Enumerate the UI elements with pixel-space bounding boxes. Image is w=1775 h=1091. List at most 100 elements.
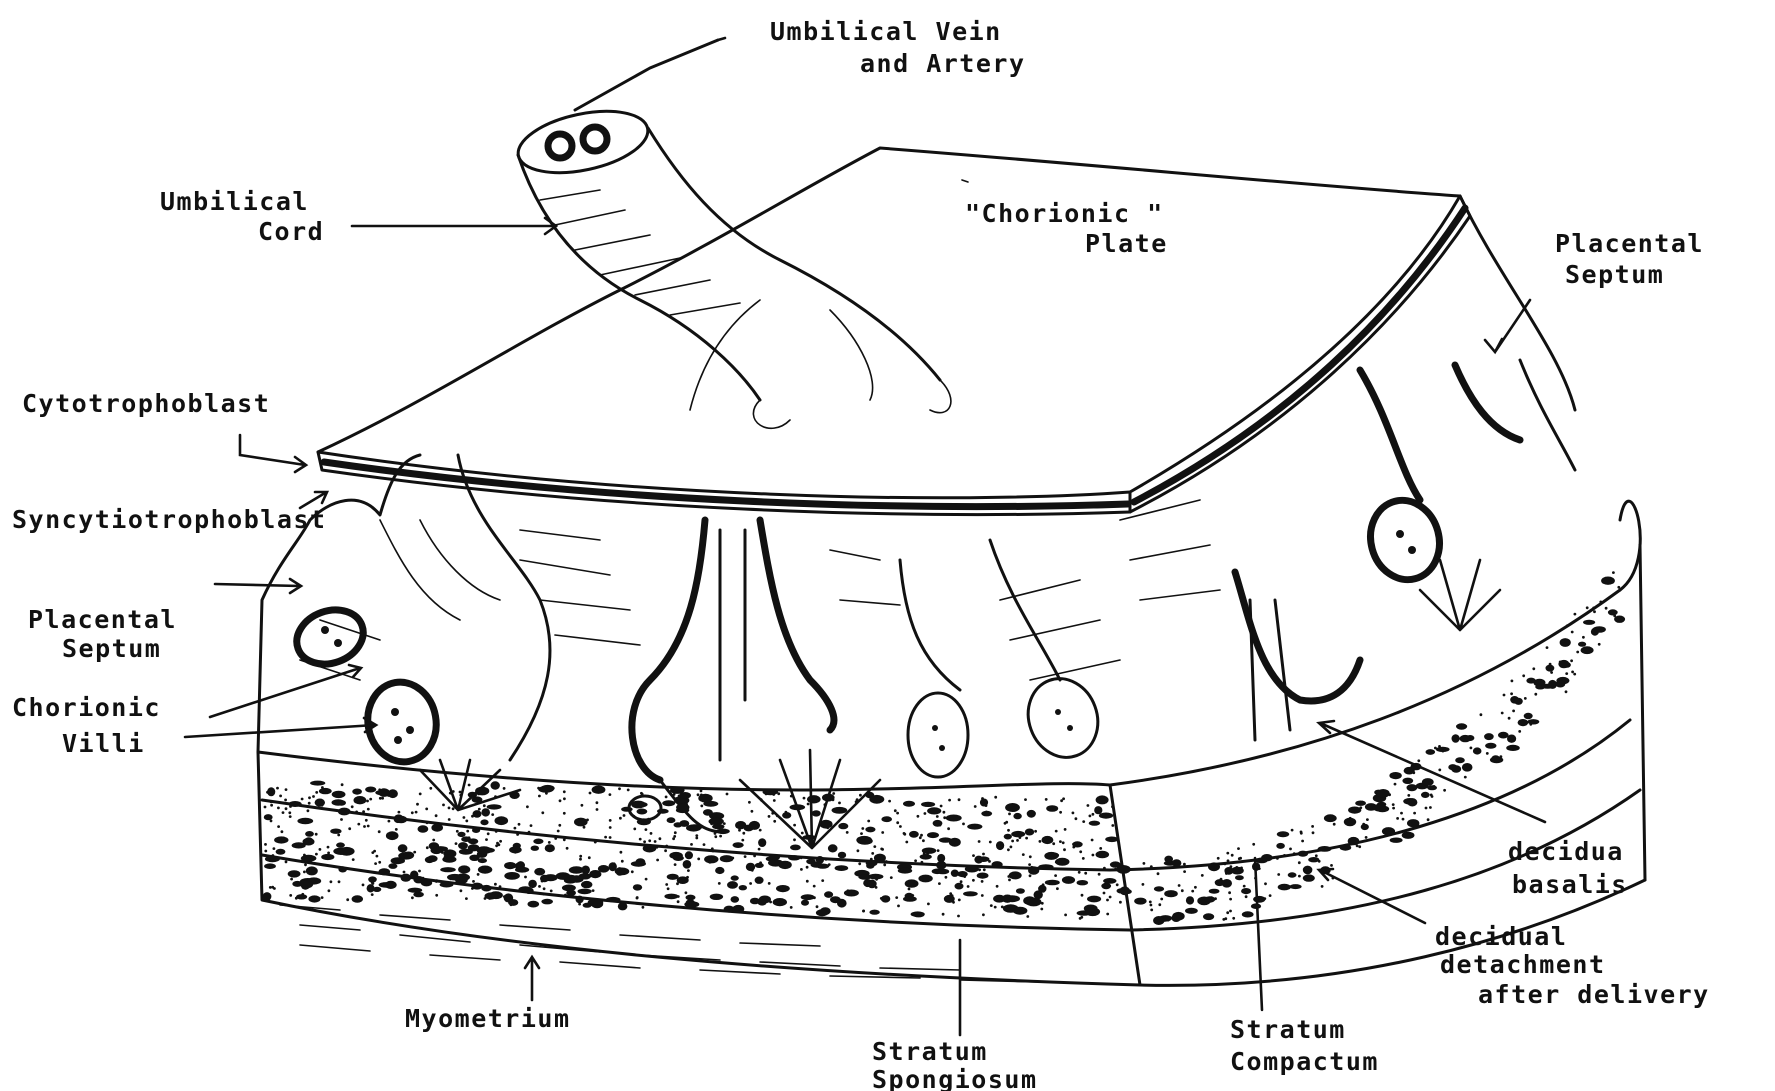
stipple-dot: [881, 816, 892, 822]
stipple-dot: [978, 868, 981, 871]
stipple-dot: [489, 891, 503, 899]
stipple-dot: [312, 795, 315, 798]
stipple-dot: [616, 867, 624, 876]
stipple-dot: [1571, 671, 1574, 674]
stipple-dot: [1512, 710, 1515, 713]
stipple-dot: [1046, 805, 1058, 812]
stipple-dot: [800, 856, 803, 859]
stipple-dot: [1178, 884, 1181, 887]
stipple-dot: [458, 865, 470, 873]
stipple-dot: [1448, 764, 1457, 770]
stipple-dot: [1510, 692, 1513, 695]
stipple-dot: [1241, 888, 1251, 894]
stipple-dot: [992, 861, 1003, 868]
stipple-dot: [1096, 851, 1110, 859]
stipple-dot: [768, 882, 771, 885]
stipple-dot: [264, 806, 267, 809]
stipple-dot: [531, 846, 539, 851]
stipple-dot: [1005, 803, 1020, 812]
stipple-dot: [1402, 818, 1405, 821]
stipple-dot: [667, 887, 670, 890]
stipple-dot: [273, 847, 276, 850]
stipple-dot: [357, 823, 360, 826]
stipple-dot: [1028, 863, 1031, 866]
stipple-dot: [828, 863, 831, 866]
stipple-dot: [627, 789, 630, 792]
stipple-dot: [465, 897, 468, 900]
stipple-dot: [937, 869, 950, 875]
stipple-dot: [477, 873, 480, 876]
stipple-dot: [433, 846, 448, 852]
stipple-dot: [996, 885, 999, 888]
stipple-dot: [1402, 832, 1415, 839]
stipple-dot: [1599, 601, 1602, 604]
stipple-dot: [528, 831, 531, 834]
stipple-dot: [967, 824, 982, 830]
stipple-dot: [332, 799, 345, 805]
stipple-dot: [897, 905, 900, 908]
stipple-dot: [1526, 678, 1535, 684]
stipple-dot: [401, 874, 412, 882]
stipple-dot: [1508, 717, 1511, 720]
stipple-dot: [510, 903, 513, 906]
stipple-dot: [1438, 745, 1441, 748]
stipple-dot: [700, 790, 703, 793]
stipple-dot: [285, 788, 288, 791]
stipple-dot: [351, 805, 354, 808]
stipple-dot: [943, 816, 946, 819]
stipple-dot: [263, 892, 272, 901]
stipple-dot: [290, 878, 293, 881]
stipple-dot: [435, 879, 438, 882]
stipple-dot: [901, 868, 904, 871]
stipple-dot: [947, 827, 950, 830]
stipple-dot: [592, 889, 595, 892]
stipple-dot: [1134, 898, 1146, 905]
stipple-dot: [1503, 694, 1506, 697]
stipple-dot: [1209, 889, 1220, 894]
label-stratum-spongiosum-2: Spongiosum: [872, 1065, 1038, 1091]
stipple-dot: [859, 794, 862, 797]
stipple-dot: [741, 839, 744, 842]
stipple-dot: [1400, 812, 1403, 815]
stipple-dot: [883, 864, 886, 867]
stipple-dot: [981, 811, 992, 817]
stipple-dot: [1608, 609, 1618, 615]
stipple-dot: [753, 855, 756, 858]
stipple-dot: [1293, 852, 1296, 855]
stipple-dot: [1581, 646, 1594, 654]
stipple-dot: [341, 783, 344, 786]
stipple-dot: [758, 900, 767, 906]
stipple-dot: [1024, 798, 1027, 801]
stipple-dot: [1506, 745, 1520, 751]
stipple-dot: [958, 899, 961, 902]
stipple-dot: [487, 832, 490, 835]
stipple-dot: [339, 847, 355, 856]
stipple-dot: [1486, 752, 1489, 755]
stipple-dot: [1565, 672, 1568, 675]
stipple-dot: [435, 814, 438, 817]
stipple-dot: [1283, 854, 1286, 857]
stipple-dot: [1150, 904, 1153, 907]
stipple-dot: [633, 884, 642, 890]
stipple-dot: [1103, 892, 1106, 895]
stipple-dot: [1203, 913, 1214, 920]
stipple-dot: [1045, 798, 1048, 801]
stipple-dot: [1276, 843, 1285, 849]
stipple-dot: [282, 811, 285, 814]
stipple-dot: [1524, 697, 1527, 700]
stipple-dot: [340, 818, 343, 821]
stipple-dot: [1119, 901, 1122, 904]
stipple-dot: [936, 815, 939, 818]
stipple-dot: [946, 815, 962, 822]
stipple-dot: [867, 820, 870, 823]
stipple-dot: [1298, 861, 1301, 864]
stipple-dot: [444, 854, 453, 861]
stipple-dot: [1143, 862, 1146, 865]
stipple-dot: [926, 856, 929, 859]
stipple-dot: [1191, 890, 1194, 893]
stipple-dot: [835, 865, 849, 871]
stipple-dot: [920, 854, 932, 860]
stipple-dot: [1303, 866, 1313, 875]
stipple-dot: [1484, 733, 1494, 740]
stipple-dot: [1417, 759, 1420, 762]
